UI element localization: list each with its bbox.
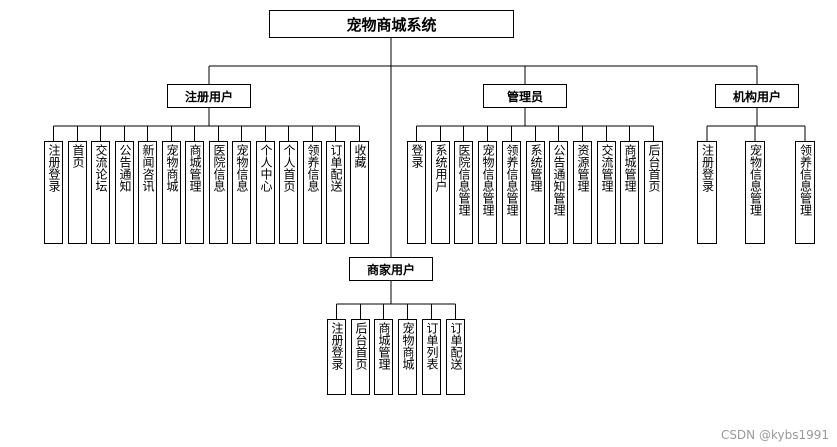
- leaf-label: 个人中心: [259, 144, 273, 192]
- leaf-node-admin: 领养信息管理: [502, 141, 521, 244]
- watermark: CSDN @kybs1991: [720, 428, 829, 442]
- leaf-node-merchant: 商城管理: [374, 319, 393, 395]
- leaf-node-admin: 登录: [407, 141, 426, 244]
- leaf-node-registered: 领养信息: [303, 141, 322, 244]
- root-label: 宠物商城系统: [346, 15, 437, 34]
- leaf-label: 宠物商城: [165, 144, 179, 192]
- group-admin: 管理员: [483, 84, 567, 108]
- leaf-label: 宠物商城: [401, 322, 415, 370]
- leaf-label: 后台首页: [354, 322, 368, 370]
- leaf-node-admin: 系统用户: [431, 141, 450, 244]
- leaf-node-admin: 交流管理: [597, 141, 616, 244]
- leaf-label: 注册登录: [330, 322, 344, 370]
- leaf-node-org: 宠物信息管理: [745, 141, 765, 244]
- leaf-label: 领养信息: [306, 144, 320, 192]
- leaf-label: 新闻咨讯: [141, 144, 155, 192]
- root-node: 宠物商城系统: [269, 10, 514, 38]
- leaf-label: 交流管理: [600, 144, 614, 192]
- leaf-node-admin: 系统管理: [526, 141, 545, 244]
- leaf-label: 宠物信息管理: [748, 144, 763, 216]
- leaf-label: 系统管理: [529, 144, 543, 192]
- leaf-label: 系统用户: [434, 144, 448, 192]
- leaf-label: 订单配送: [449, 322, 463, 370]
- leaf-node-registered: 宠物商城: [162, 141, 181, 244]
- leaf-node-merchant: 后台首页: [351, 319, 370, 395]
- leaf-label: 领养信息管理: [798, 144, 813, 216]
- leaf-node-registered: 医院信息: [209, 141, 228, 244]
- group-label: 管理员: [506, 89, 543, 104]
- leaf-node-org: 领养信息管理: [795, 141, 815, 244]
- leaf-label: 个人首页: [282, 144, 296, 192]
- leaf-label: 宠物信息: [235, 144, 249, 192]
- leaf-label: 后台首页: [647, 144, 661, 192]
- leaf-label: 商城管理: [377, 322, 391, 370]
- leaf-node-registered: 交流论坛: [91, 141, 110, 244]
- leaf-node-registered: 收藏: [350, 141, 369, 244]
- leaf-node-admin: 后台首页: [644, 141, 663, 244]
- group-label: 机构用户: [732, 89, 781, 104]
- leaf-node-registered: 注册登录: [44, 141, 63, 244]
- leaf-node-merchant: 宠物商城: [398, 319, 417, 395]
- leaf-label: 商城管理: [623, 144, 637, 192]
- group-label: 商家用户: [366, 262, 415, 277]
- leaf-node-admin: 宠物信息管理: [478, 141, 497, 244]
- leaf-label: 医院信息: [212, 144, 226, 192]
- leaf-label: 宠物信息管理: [481, 144, 495, 216]
- leaf-node-merchant: 订单配送: [446, 319, 465, 395]
- leaf-label: 登录: [410, 144, 424, 168]
- leaf-label: 订单列表: [425, 322, 439, 370]
- leaf-label: 资源管理: [576, 144, 590, 192]
- leaf-label: 注册登录: [47, 144, 61, 192]
- leaf-node-admin: 商城管理: [620, 141, 639, 244]
- group-merchant-user: 商家用户: [349, 257, 433, 281]
- leaf-node-registered: 新闻咨讯: [138, 141, 157, 244]
- leaf-label: 领养信息管理: [505, 144, 519, 216]
- leaf-label: 注册登录: [700, 144, 715, 192]
- leaf-label: 商城管理: [188, 144, 202, 192]
- leaf-node-registered: 个人首页: [279, 141, 298, 244]
- leaf-label: 收藏: [353, 144, 367, 168]
- leaf-node-merchant: 注册登录: [327, 319, 346, 395]
- group-org-user: 机构用户: [715, 84, 799, 108]
- leaf-node-admin: 公告通知管理: [549, 141, 568, 244]
- leaf-node-registered: 首页: [68, 141, 87, 244]
- leaf-label: 公告通知管理: [552, 144, 566, 216]
- leaf-node-registered: 订单配送: [326, 141, 345, 244]
- leaf-label: 公告通知: [118, 144, 132, 192]
- leaf-node-registered: 商城管理: [185, 141, 204, 244]
- group-registered-user: 注册用户: [167, 84, 251, 108]
- leaf-label: 首页: [71, 144, 85, 168]
- leaf-node-registered: 个人中心: [256, 141, 275, 244]
- group-label: 注册用户: [184, 89, 233, 104]
- leaf-node-admin: 医院信息管理: [454, 141, 473, 244]
- leaf-label: 订单配送: [329, 144, 343, 192]
- leaf-node-registered: 宠物信息: [232, 141, 251, 244]
- leaf-node-admin: 资源管理: [573, 141, 592, 244]
- leaf-node-registered: 公告通知: [115, 141, 134, 244]
- leaf-label: 交流论坛: [94, 144, 108, 192]
- leaf-label: 医院信息管理: [457, 144, 471, 216]
- leaf-node-merchant: 订单列表: [422, 319, 441, 395]
- leaf-node-org: 注册登录: [697, 141, 717, 244]
